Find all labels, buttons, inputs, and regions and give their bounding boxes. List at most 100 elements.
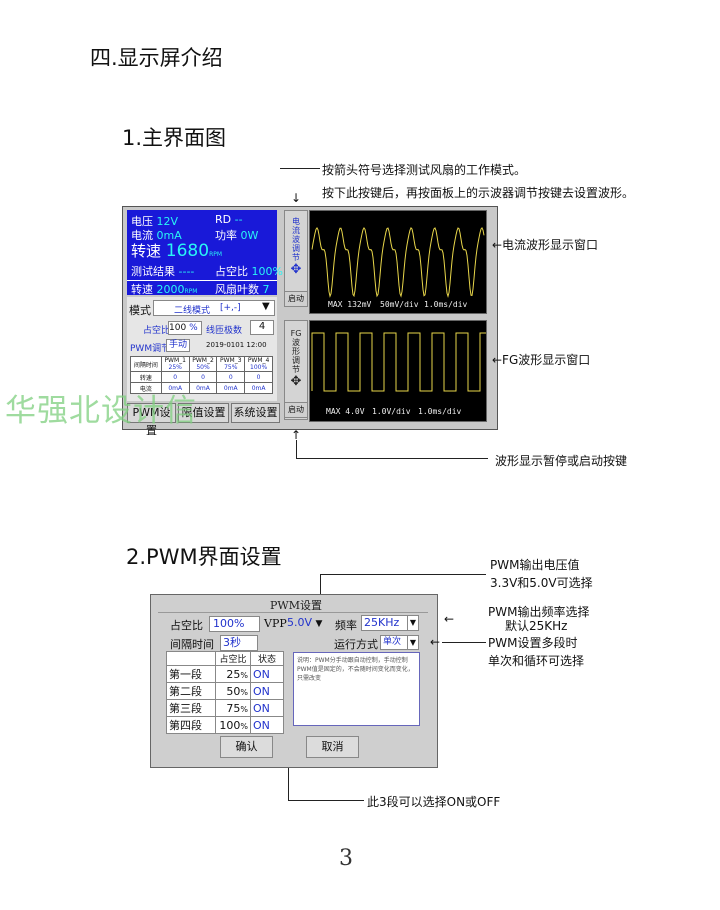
voltage-label: 电压 <box>131 215 153 228</box>
up-arrow-icon: ↑ <box>291 428 302 442</box>
mode-value: 二线模式 <box>174 306 211 316</box>
annotation-pwm-freq-1: PWM输出频率选择 <box>488 605 590 619</box>
callout-line <box>320 574 486 575</box>
table-row: 第一段 25% ON <box>166 665 284 683</box>
poles-value: 4 <box>258 321 266 332</box>
duty-small-label: 占空比 <box>143 326 171 336</box>
fan-icon: ✥ <box>290 262 302 277</box>
tab-system-settings[interactable]: 系统设置 <box>231 403 280 423</box>
dropdown-arrow-icon: ▼ <box>407 616 418 630</box>
table-row: 第二段 50% ON <box>166 682 284 700</box>
segment-name: 第一段 <box>166 665 216 683</box>
annotation-segments: 此3段可以选择ON或OFF <box>367 795 501 809</box>
segment-state[interactable]: ON <box>250 665 284 683</box>
note-text: 说明：PWM分手动跟自动控制，手动控制PWM值是固定的，不会随时间变化而变化，只… <box>297 657 414 682</box>
poles-input[interactable]: 4 <box>250 320 274 335</box>
main-screen-heading: 1.主界面图 <box>122 126 227 150</box>
speed2-label: 转速 <box>131 283 153 296</box>
segment-name: 第四段 <box>166 716 216 734</box>
title-divider <box>158 612 428 613</box>
annotation-pwm-freq-2: 默认25KHz <box>505 619 568 633</box>
table-cell: 电流 <box>130 382 162 394</box>
table-cell: 0 <box>160 371 190 383</box>
pwm-adjust-select[interactable]: 手动 <box>166 339 190 352</box>
status-panel: 电压 12V RD -- 电流 0mA 功率 0W 转速 1680RPM 测试结… <box>127 210 283 291</box>
current-scope-start-button[interactable]: 启动 <box>284 291 308 307</box>
fg-scope-start-button[interactable]: 启动 <box>284 402 308 418</box>
pwm-adjust-value: 手动 <box>168 340 187 350</box>
table-header: 占空比 <box>215 651 251 666</box>
segment-state[interactable]: ON <box>250 699 284 717</box>
annotation-fg-wave: ←FG波形显示窗口 <box>492 353 591 367</box>
dlg-duty-label: 占空比 <box>170 619 203 632</box>
annotation-scope-button: 按下此按键后，再按面板上的示波器调节按键去设置波形。 <box>322 186 635 200</box>
callout-line <box>288 800 364 801</box>
interval-input[interactable]: 3秒 <box>220 635 258 651</box>
power-label: 功率 <box>215 229 237 242</box>
run-mode-select[interactable]: 单次 ▼ <box>380 635 419 650</box>
fg-max-readout: MAX 4.0V <box>326 407 365 416</box>
dropdown-arrow-icon: ▼ <box>262 301 270 312</box>
duty-small-value: 100 <box>169 323 187 333</box>
tab-pwm-settings[interactable]: PWM设置 <box>127 403 176 437</box>
cancel-button[interactable]: 取消 <box>306 736 359 758</box>
vpp-select[interactable]: 5.0V ▼ <box>287 616 323 629</box>
segment-state[interactable]: ON <box>250 682 284 700</box>
blades-label: 风扇叶数 <box>215 283 259 296</box>
current-vdiv-readout: 50mV/div <box>380 300 419 309</box>
callout-line <box>280 168 320 169</box>
duty-value: 100% <box>251 265 283 278</box>
page-number: 3 <box>339 846 353 871</box>
note-box: 说明：PWM分手动跟自动控制，手动控制PWM值是固定的，不会随时间变化而变化，只… <box>293 652 420 726</box>
annotation-pwm-voltage-2: 3.3V和5.0V可选择 <box>490 576 593 590</box>
power-value: 0W <box>240 229 259 242</box>
down-arrow-icon: ↓ <box>291 191 302 205</box>
result-label: 测试结果 <box>131 265 175 278</box>
annotation-pause-start: 波形显示暂停或启动按键 <box>495 454 628 468</box>
run-mode-label: 运行方式 <box>334 638 378 651</box>
table-header: 间隔时间 <box>130 356 162 372</box>
table-cell: 0 <box>188 371 218 383</box>
tab-limit-settings[interactable]: 限值设置 <box>178 403 229 423</box>
rd-value: -- <box>234 213 243 226</box>
annotation-pwm-multi-2: 单次和循环可选择 <box>488 654 585 668</box>
duty-small-unit: % <box>189 323 198 333</box>
segment-state[interactable]: ON <box>250 716 284 734</box>
rd-label: RD <box>215 213 232 226</box>
callout-line <box>320 574 321 594</box>
result-value: ---- <box>178 265 195 278</box>
mode-select[interactable]: 二线模式 [+,-] ▼ <box>153 300 275 316</box>
fg-tdiv-readout: 1.0ms/div <box>418 407 462 416</box>
dlg-duty-input[interactable]: 100% <box>209 616 260 632</box>
fan-icon: ✥ <box>290 374 302 389</box>
segment-name: 第三段 <box>166 699 216 717</box>
freq-select[interactable]: 25KHz ▼ <box>361 615 419 631</box>
speed-label: 转速 <box>131 242 162 260</box>
annotation-current-wave: ←电流波形显示窗口 <box>492 238 599 252</box>
interval-label: 间隔时间 <box>170 638 214 651</box>
blades-value: 7 <box>262 283 270 296</box>
table-header <box>166 651 216 666</box>
dropdown-arrow-icon: ▼ <box>407 636 418 649</box>
duty-small-input[interactable]: 100 % <box>168 321 202 335</box>
segment-duty[interactable]: 50% <box>215 682 251 700</box>
speed2-unit: RPM <box>184 288 198 295</box>
confirm-button[interactable]: 确认 <box>220 736 273 758</box>
segment-duty[interactable]: 75% <box>215 699 251 717</box>
speed-row: 转速 2000RPM 风扇叶数 7 <box>127 280 277 296</box>
left-arrow-icon: ← <box>430 635 441 649</box>
segment-duty[interactable]: 25% <box>215 665 251 683</box>
speed2-value: 2000 <box>156 283 185 296</box>
callout-line <box>442 642 486 643</box>
mode-label: 模式 <box>129 304 151 317</box>
segment-duty[interactable]: 100% <box>215 716 251 734</box>
table-row: 电流 0mA 0mA 0mA 0mA <box>130 382 273 394</box>
current-tdiv-readout: 1.0ms/div <box>424 300 468 309</box>
table-row: 第四段 100% ON <box>166 716 284 734</box>
watermark: 华强北设计信 <box>5 393 197 429</box>
current-wave-window: MAX 132mV 50mV/div 1.0ms/div <box>309 210 487 314</box>
fg-waveform <box>311 332 493 392</box>
